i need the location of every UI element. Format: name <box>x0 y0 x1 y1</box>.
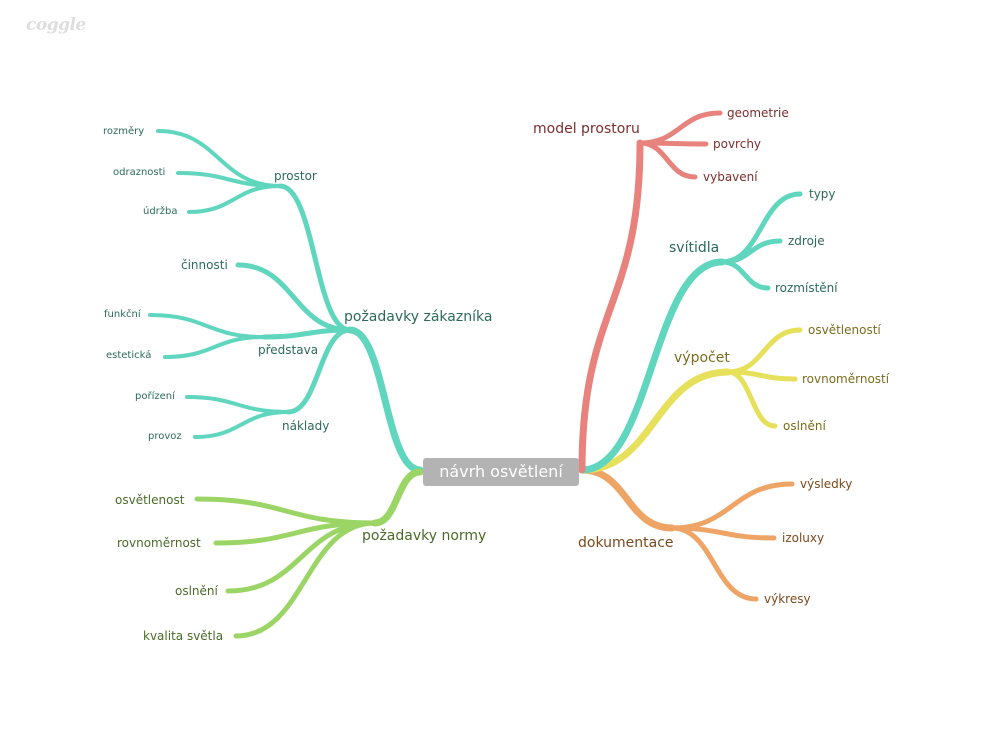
node-zdroje[interactable]: zdroje <box>788 234 825 248</box>
connector-vypocet-osvetlenosti <box>725 327 803 375</box>
node-predstava[interactable]: představa <box>258 343 319 357</box>
node-oslneni-norma[interactable]: oslnění <box>175 584 218 598</box>
root-node[interactable]: návrh osvětlení <box>423 458 579 486</box>
node-model-prostoru[interactable]: model prostoru <box>533 121 640 137</box>
connector-root-normy <box>371 468 424 527</box>
node-povrchy[interactable]: povrchy <box>713 137 762 151</box>
node-pozadavky-zakaznika[interactable]: požadavky zákazníka <box>344 309 493 325</box>
node-dokumentace[interactable]: dokumentace <box>578 535 674 551</box>
node-rovnomernosti[interactable]: rovnoměrností <box>802 372 890 386</box>
connector-prostor-odraznosti <box>176 171 282 188</box>
node-prostor[interactable]: prostor <box>274 169 317 183</box>
node-typy[interactable]: typy <box>809 187 836 201</box>
node-osvetlenost[interactable]: osvětlenost <box>115 493 185 507</box>
node-esteticka[interactable]: estetická <box>106 350 152 361</box>
node-svitidla[interactable]: svítidla <box>669 240 720 256</box>
coggle-logo: coggle <box>26 15 86 35</box>
connector-normy-kvalita <box>233 520 378 639</box>
node-pozadavky-normy[interactable]: požadavky normy <box>362 528 487 544</box>
connector-zakaznik-predstava <box>261 327 353 340</box>
connector-vypocet-oslneni <box>725 369 778 429</box>
connector-naklady-porizeni <box>185 395 290 414</box>
node-rovnomernost[interactable]: rovnoměrnost <box>117 536 201 550</box>
connector-zakaznik-prostor <box>277 183 353 333</box>
node-odraznosti[interactable]: odraznosti <box>113 167 166 178</box>
connector-normy-osvetlenost <box>194 496 378 526</box>
node-vybaveni[interactable]: vybavení <box>703 170 758 184</box>
node-funkcni[interactable]: funkční <box>104 309 141 320</box>
connector-dokumentace-vykresy <box>669 525 759 602</box>
connector-naklady-provoz <box>193 410 290 439</box>
node-izoluxy[interactable]: izoluxy <box>782 531 825 545</box>
connector-model-vybaveni <box>637 140 698 180</box>
node-oslneni-vypocet[interactable]: oslnění <box>783 419 826 433</box>
connector-predstava-esteticka <box>163 335 266 359</box>
node-geometrie[interactable]: geometrie <box>727 106 789 120</box>
connector-predstava-funkcni <box>148 313 266 339</box>
node-provoz[interactable]: provoz <box>148 431 182 442</box>
node-naklady[interactable]: náklady <box>282 419 330 433</box>
connector-root-zakaznik <box>346 326 424 474</box>
connector-root-vypocet <box>578 368 732 474</box>
connector-svitidla-rozmisteni <box>719 259 771 291</box>
node-vypocet[interactable]: výpočet <box>674 350 730 366</box>
connector-dokumentace-izoluxy <box>669 525 777 541</box>
node-cinnosti[interactable]: činnosti <box>181 258 228 272</box>
node-udrzba[interactable]: údržba <box>143 206 178 217</box>
node-porizeni[interactable]: pořízení <box>135 391 175 402</box>
connector-zakaznik-cinnosti <box>235 262 353 333</box>
connector-model-geometrie <box>637 110 723 146</box>
node-osvetlenosti[interactable]: osvětleností <box>808 323 881 337</box>
connector-root-dokumentace <box>578 466 676 532</box>
connector-zakaznik-naklady <box>285 327 353 415</box>
connector-svitidla-typy <box>719 191 803 265</box>
connector-root-model <box>578 139 644 474</box>
connector-prostor-udrzba <box>187 184 282 214</box>
connector-dokumentace-vysledky <box>669 481 795 531</box>
node-vysledky[interactable]: výsledky <box>800 477 853 491</box>
connector-root-svitidla <box>578 258 726 474</box>
node-rozmisteni[interactable]: rozmístění <box>775 281 838 295</box>
node-rozmery[interactable]: rozměry <box>103 126 145 137</box>
node-kvalita-svetla[interactable]: kvalita světla <box>143 629 224 643</box>
node-vykresy[interactable]: výkresy <box>764 592 811 606</box>
